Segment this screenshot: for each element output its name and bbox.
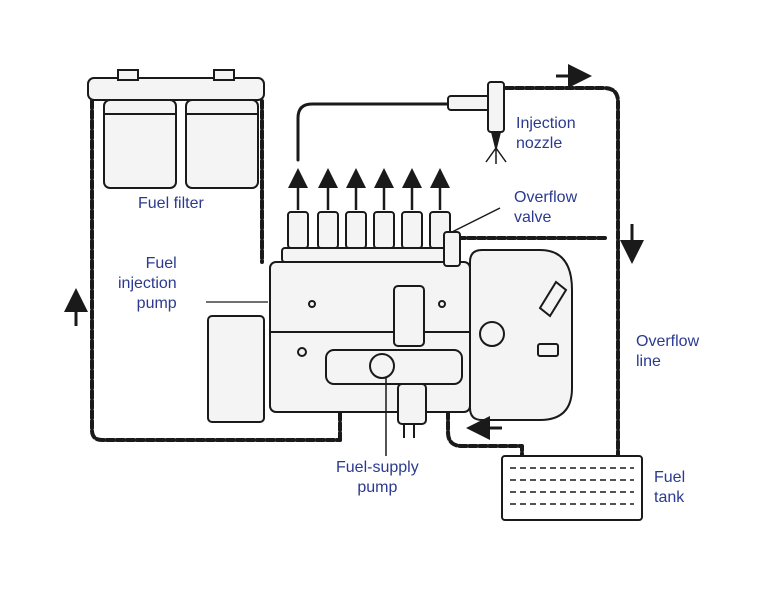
- fuel-tank: [501, 455, 643, 521]
- fuel-injection-pump-label: Fuel injection pump: [118, 255, 177, 312]
- injection-nozzle-label: Injection nozzle: [516, 115, 576, 152]
- fuel-injection-pump: [207, 261, 471, 423]
- overflow-line-label: Overflow line: [636, 333, 700, 370]
- fuel-filter-label: Fuel filter: [138, 195, 204, 212]
- flow-arrows: [64, 64, 644, 440]
- injection-nozzle: [447, 81, 507, 164]
- overflow-valve-label: Overflow valve: [514, 189, 578, 226]
- fuel-filter: [87, 69, 265, 189]
- fuel-supply-pump-label: Fuel-supply pump: [336, 459, 419, 496]
- fuel-tank-label: Fuel tank: [654, 469, 686, 506]
- delivery-valves: [281, 211, 459, 263]
- overflow-valve: [443, 207, 501, 267]
- outlet-arrows: [288, 168, 450, 210]
- governor-housing: [469, 249, 573, 421]
- fuel-supply-pump: [325, 285, 463, 456]
